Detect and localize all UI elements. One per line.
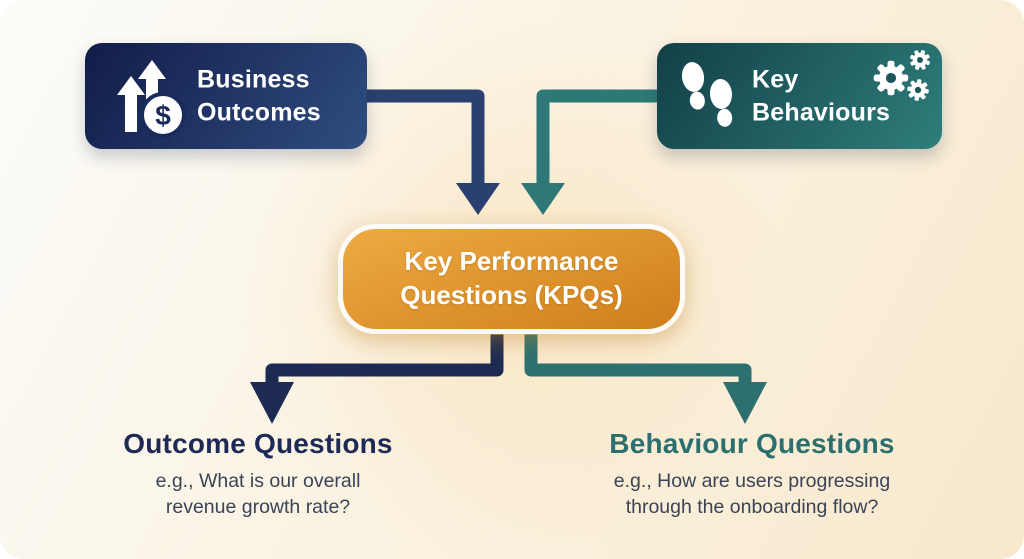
arrow-kpq-to-behaviour xyxy=(524,326,767,424)
outcome-questions-example-line2: revenue growth rate? xyxy=(165,495,351,518)
node-kpq: Key Performance Questions (KPQs) xyxy=(338,224,685,334)
outcome-questions-block: Outcome Questions e.g., What is our over… xyxy=(58,428,458,520)
arrow-behaviours-to-kpq xyxy=(521,89,664,215)
node-business-outcomes: $ Business Outcomes xyxy=(85,43,367,149)
gears-icon xyxy=(873,49,934,103)
business-outcomes-label: Business Outcomes xyxy=(197,64,321,129)
kpq-label-line2: Questions (KPQs) xyxy=(400,280,623,310)
behaviour-questions-title: Behaviour Questions xyxy=(609,428,895,459)
key-behaviours-label: Key Behaviours xyxy=(752,64,890,129)
kpq-label: Key Performance Questions (KPQs) xyxy=(400,245,622,313)
outcome-questions-example-line1: e.g., What is our overall xyxy=(155,470,361,492)
outcome-questions-example: e.g., What is our overall revenue growth… xyxy=(58,469,458,520)
business-outcomes-label-line1: Business xyxy=(197,65,310,94)
behaviour-questions-example: e.g., How are users progressing through … xyxy=(552,469,952,520)
arrow-kpq-to-outcome xyxy=(250,326,504,424)
node-key-behaviours: Key Behaviours xyxy=(657,43,942,149)
business-outcomes-label-line2: Outcomes xyxy=(197,98,321,126)
key-behaviours-label-line2: Behaviours xyxy=(752,98,891,126)
behaviour-questions-block: Behaviour Questions e.g., How are users … xyxy=(552,428,952,520)
key-behaviours-label-line1: Key xyxy=(752,65,799,94)
arrow-business-to-kpq xyxy=(358,89,500,215)
growth-arrows-dollar-icon: $ xyxy=(117,60,186,138)
dollar-symbol: $ xyxy=(155,100,171,131)
kpq-label-line1: Key Performance xyxy=(404,246,619,277)
behaviour-questions-example-line1: e.g., How are users progressing xyxy=(613,470,891,492)
footprints-icon xyxy=(681,62,733,127)
behaviour-questions-example-line2: through the onboarding flow? xyxy=(625,495,879,518)
outcome-questions-title: Outcome Questions xyxy=(123,428,393,459)
